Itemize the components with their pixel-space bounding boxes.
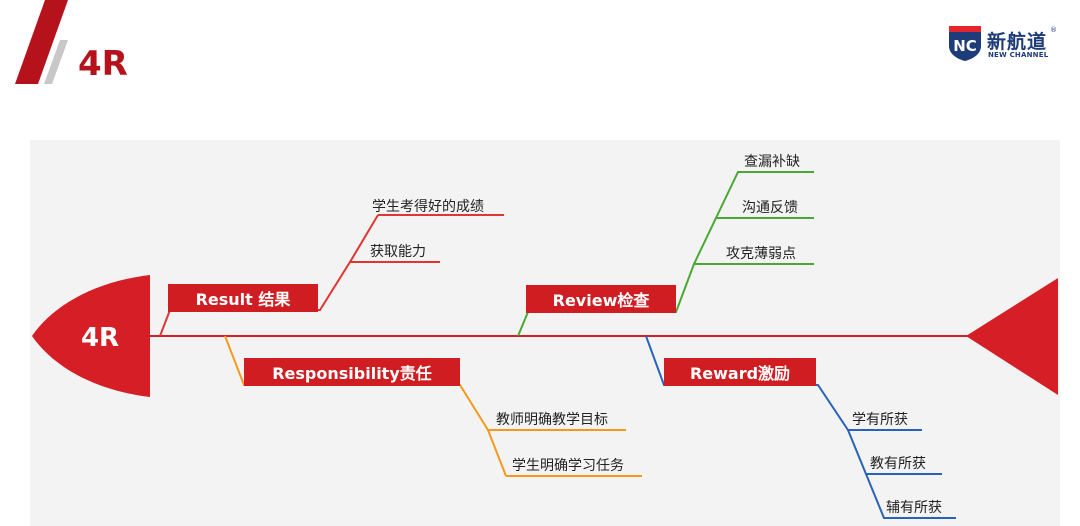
branch-reward: Reward激励 学有所获 教有所获 辅有所获 bbox=[645, 335, 956, 519]
slide-title: 4R bbox=[78, 44, 128, 84]
branch-reward-bone bbox=[645, 335, 922, 431]
branch-review-item: 沟通反馈 bbox=[742, 200, 798, 216]
branch-responsibility-label: Responsibility责任 bbox=[272, 364, 432, 383]
branch-reward-item: 学有所获 bbox=[852, 412, 908, 428]
fish-head-label: 4R bbox=[81, 323, 119, 353]
logo-registered-mark: ® bbox=[1050, 26, 1057, 34]
branch-reward-label: Reward激励 bbox=[690, 364, 790, 383]
title-slash-decoration bbox=[15, 0, 68, 84]
branch-reward-label-box bbox=[664, 358, 816, 386]
fish-tail-shape bbox=[966, 278, 1058, 395]
branch-responsibility-item: 教师明确教学目标 bbox=[496, 412, 608, 428]
branch-reward-subline bbox=[865, 473, 956, 519]
branch-result-item: 获取能力 bbox=[370, 244, 426, 260]
branch-result-item: 学生考得好的成绩 bbox=[372, 198, 484, 215]
branch-result-label: Result 结果 bbox=[196, 290, 291, 309]
branch-review: Review检查 查漏补缺 沟通反馈 攻克薄弱点 bbox=[517, 154, 814, 337]
branch-review-item: 查漏补缺 bbox=[744, 154, 800, 170]
diagram-panel bbox=[30, 140, 1060, 526]
branch-review-label: Review检查 bbox=[553, 291, 650, 310]
branch-responsibility-item: 学生明确学习任务 bbox=[512, 458, 624, 474]
branch-review-label-box bbox=[526, 285, 676, 313]
branch-responsibility: Responsibility责任 教师明确教学目标 学生明确学习任务 bbox=[224, 335, 642, 477]
logo-name-cn: 新航道 bbox=[987, 31, 1048, 53]
branch-review-subline bbox=[715, 171, 814, 219]
branch-review-item: 攻克薄弱点 bbox=[726, 246, 796, 262]
logo-name-en: NEW CHANNEL bbox=[988, 51, 1049, 59]
fish-head-shape bbox=[32, 275, 150, 397]
branch-reward-item: 教有所获 bbox=[870, 456, 926, 472]
branch-result-bone bbox=[159, 261, 440, 337]
branch-responsibility-label-box bbox=[244, 358, 460, 386]
branch-result: Result 结果 学生考得好的成绩 获取能力 bbox=[159, 198, 504, 337]
new-channel-logo-icon: NC bbox=[949, 26, 981, 61]
branch-result-subline bbox=[349, 214, 379, 263]
branch-result-label-box bbox=[168, 284, 318, 312]
logo-icon-text: NC bbox=[953, 37, 977, 55]
branch-reward-item: 辅有所获 bbox=[886, 500, 942, 516]
branch-responsibility-subline bbox=[487, 429, 507, 477]
